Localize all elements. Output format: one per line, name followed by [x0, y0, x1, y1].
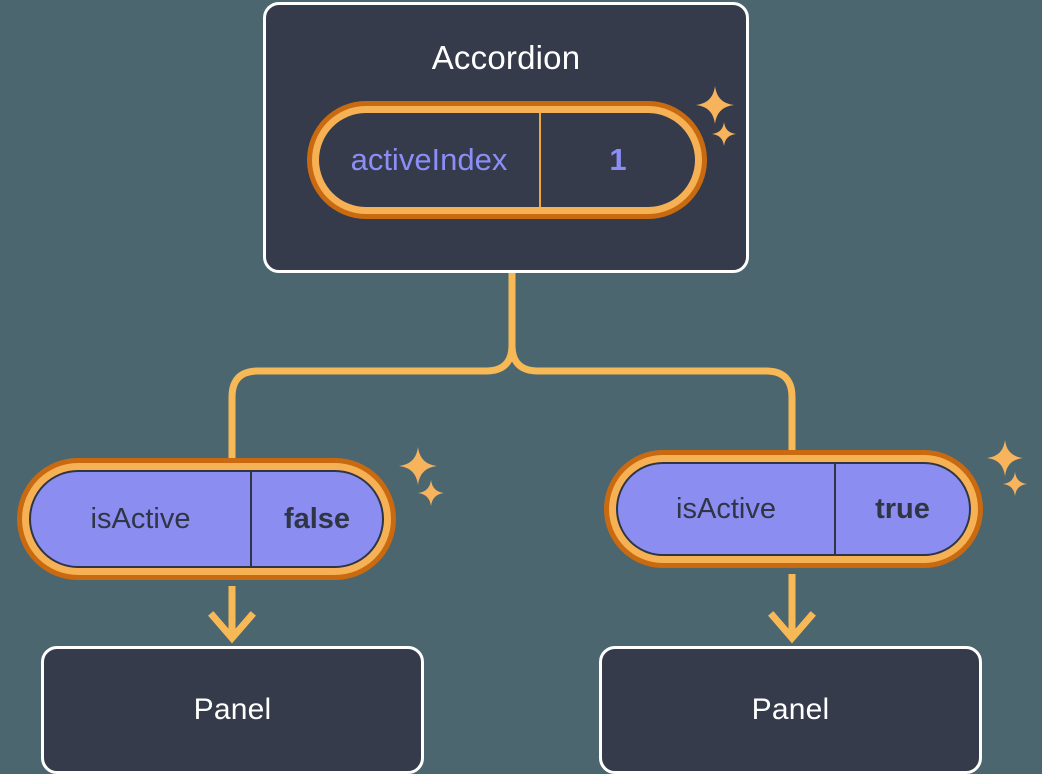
- state-pill-key: activeIndex: [319, 113, 541, 207]
- prop-pill-isactive-right[interactable]: isActive true: [604, 450, 983, 568]
- arrow-right-head-icon: [768, 611, 816, 644]
- sparkle-four-point-small-icon: [416, 478, 446, 508]
- prop-pill-key-right: isActive: [676, 492, 776, 525]
- panel-card-left[interactable]: Panel: [41, 646, 424, 774]
- prop-pill-ring-left: isActive false: [22, 463, 391, 575]
- prop-pill-body-left: isActive false: [29, 470, 384, 568]
- connector-branch-left: [228, 341, 516, 463]
- connector-branch-right: [508, 341, 796, 456]
- state-pill-activeindex[interactable]: activeIndex 1: [307, 101, 707, 219]
- sparkle-four-point-icon: [396, 444, 440, 488]
- sparkle-four-point-small-icon: [1001, 470, 1029, 498]
- panel-card-right[interactable]: Panel: [599, 646, 982, 774]
- state-pill-value: 1: [609, 142, 627, 177]
- prop-pill-key-left: isActive: [90, 502, 191, 535]
- state-pill-body: activeIndex 1: [319, 113, 695, 207]
- prop-pill-ring-right: isActive true: [609, 455, 978, 563]
- arrow-left-head-icon: [208, 611, 256, 644]
- prop-pill-body-right: isActive true: [616, 462, 971, 556]
- accordion-title: Accordion: [431, 39, 581, 76]
- prop-pill-value-right: true: [834, 464, 969, 554]
- sparkle-four-point-icon: [984, 437, 1026, 479]
- prop-pill-isactive-left[interactable]: isActive false: [17, 458, 396, 580]
- state-pill-ring: activeIndex 1: [312, 106, 702, 214]
- prop-pill-value-left: false: [250, 472, 382, 566]
- panel-left-title: Panel: [193, 693, 272, 726]
- panel-right-title: Panel: [751, 693, 830, 726]
